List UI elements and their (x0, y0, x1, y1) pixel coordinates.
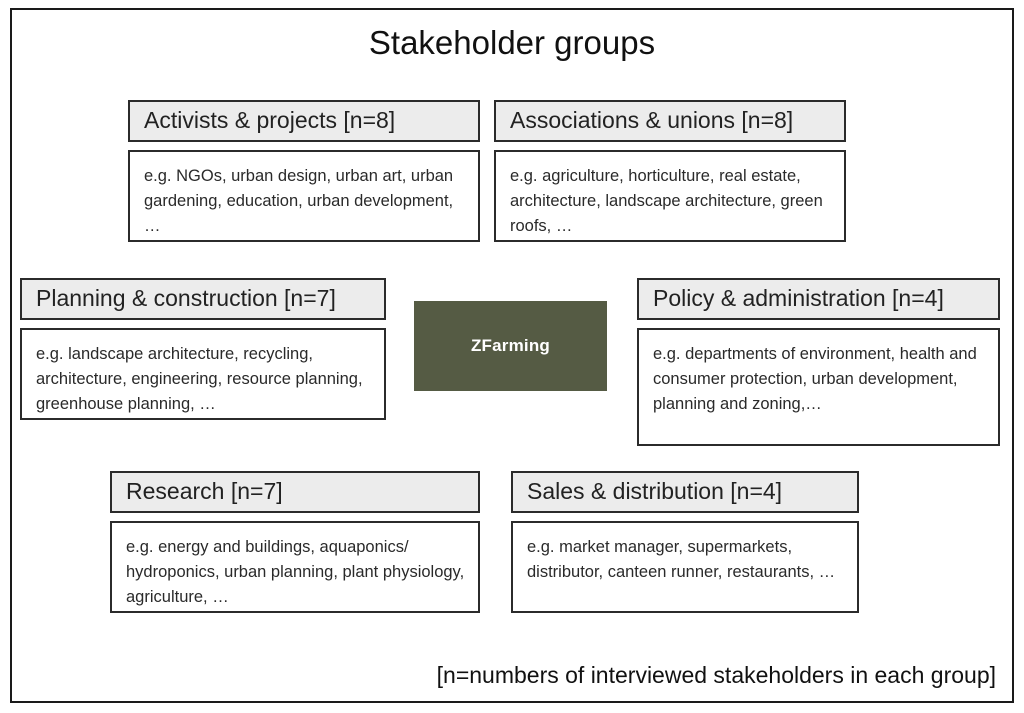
group-header-associations: Associations & unions [n=8] (494, 100, 846, 142)
group-header-research: Research [n=7] (110, 471, 480, 513)
group-header-sales: Sales & distribution [n=4] (511, 471, 859, 513)
group-header-activists: Activists & projects [n=8] (128, 100, 480, 142)
group-examples-associations: e.g. agriculture, horticulture, real est… (494, 150, 846, 242)
group-examples-policy: e.g. departments of environment, health … (637, 328, 1000, 446)
group-examples-planning: e.g. landscape architecture, recycling, … (20, 328, 386, 420)
stakeholder-group-activists: Activists & projects [n=8] e.g. NGOs, ur… (128, 100, 480, 242)
stakeholder-group-policy: Policy & administration [n=4] e.g. depar… (637, 278, 1000, 446)
group-header-policy: Policy & administration [n=4] (637, 278, 1000, 320)
stakeholder-group-associations: Associations & unions [n=8] e.g. agricul… (494, 100, 846, 242)
figure-footnote: [n=numbers of interviewed stakeholders i… (436, 662, 996, 688)
group-examples-research: e.g. energy and buildings, aquaponics/ h… (110, 521, 480, 613)
stakeholder-group-research: Research [n=7] e.g. energy and buildings… (110, 471, 480, 613)
stakeholder-group-planning: Planning & construction [n=7] e.g. lands… (20, 278, 386, 420)
group-examples-sales: e.g. market manager, supermarkets, distr… (511, 521, 859, 613)
group-header-planning: Planning & construction [n=7] (20, 278, 386, 320)
page-title: Stakeholder groups (368, 24, 656, 61)
center-node-zfarming: ZFarming (414, 301, 607, 391)
group-examples-activists: e.g. NGOs, urban design, urban art, urba… (128, 150, 480, 242)
stakeholder-group-sales: Sales & distribution [n=4] e.g. market m… (511, 471, 859, 613)
